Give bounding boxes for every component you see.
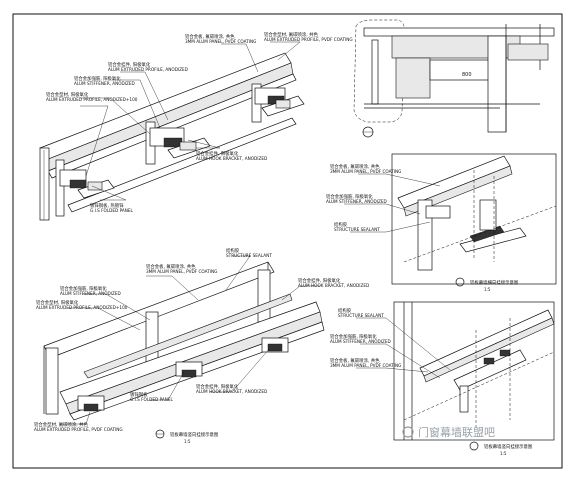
callout-tl-3-cn: 铝合金挂件, 阳极氧化 (108, 61, 151, 68)
callout-tl-1-en: 3MM ALUM PANEL, PVDF COATING (185, 39, 256, 44)
callout-mr-3-cn: 结构胶 (334, 221, 348, 228)
callout-mr-1-en: 3MM ALUM PANEL, PVDF COATING (330, 169, 401, 174)
hook-bracket-5 (175, 361, 203, 378)
mid-right-caption: 铝板幕墙横向挂接示意图 (470, 279, 519, 286)
hook-bracket-6 (261, 337, 289, 353)
callout-tl-2-en: ALUM EXTRUDED PROFILE, PVDF COATING (264, 37, 353, 42)
callout-br-3-en: 3MM ALUM PANEL, PVDF COATING (330, 363, 401, 368)
callout-mr-2-cn: 铝合金加强筋, 阳极氧化 (326, 193, 373, 200)
callout-bl-7-en: ALUM HOOK BRACKET, ANODIZED (196, 389, 267, 394)
dimension-text: 800 (462, 72, 472, 78)
callout-bl-3-en: ALUM HOOK BRACKET, ANODIZED (298, 283, 369, 288)
bottom-right-boxed-detail: 结构胶 STRUCTURE SEALANT 铝合金加强筋, 阳极氧化 ALUM … (330, 301, 555, 456)
hook-bracket-3 (254, 87, 305, 117)
watermark: 门窗幕墙联盟吧 (402, 425, 495, 439)
callout-bl-4-cn: 铝合金加强筋, 阳极氧化 (60, 285, 107, 292)
callout-bl-1-en: 3MM ALUM PANEL, PVDF COATING (146, 269, 217, 274)
callout-mr-1-cn: 铝合金板, 氟碳喷涂, 共色 (330, 163, 380, 170)
callout-br-2-en: ALUM STIFFENER, ANODIZED (330, 339, 391, 344)
callout-br-2-cn: 铝合金加强筋, 阳极氧化 (330, 333, 377, 340)
callout-bl-6-en: G.I.S FOLDED PANEL (130, 397, 173, 402)
callout-tl-3-en: ALUM EXTRUDED PROFILE, ANODIZED (108, 67, 188, 72)
callout-tl-7-en: G.I.S FOLDED PANEL (90, 208, 133, 213)
callout-tl-5-cn: 铝合金型材, 阳极氧化 (46, 91, 89, 98)
callout-mr-3-en: STRUCTURE SEALANT (334, 227, 380, 232)
top-left-iso-detail: 铝合金板, 氟碳喷涂, 共色 3MM ALUM PANEL, PVDF COAT… (39, 31, 353, 221)
drawing-border (12, 13, 563, 469)
callout-tl-2-cn: 铝合金型材, 氟碳喷涂, 共色 (264, 31, 318, 38)
callout-tl-6-cn: 铝合金挂件, 阳极氧化 (196, 150, 239, 157)
callout-bl-3-cn: 铝合金挂件, 阳极氧化 (298, 277, 341, 284)
bottom-right-scale: 1:5 (500, 451, 507, 456)
callout-tl-4-cn: 铝合金加强筋, 阳极氧化 (74, 75, 121, 82)
callout-tl-4-en: ALUM STIFFENER, ANODIZED (74, 81, 135, 86)
watermark-text: 门窗幕墙联盟吧 (418, 425, 495, 439)
callout-bl-2-cn: 结构胶 (226, 247, 240, 254)
callout-tl-5-en: ALUM EXTRUDED PROFILE, ANODIZED+100 (46, 97, 138, 102)
hook-bracket-4 (77, 395, 105, 412)
callout-bl-7-cn: 铝合金挂件, 阳极氧化 (196, 383, 239, 390)
callout-bl-5-cn: 铝合金型材, 阳极氧化 (36, 299, 79, 306)
callout-bl-8-cn: 铝合金型材, 氟碳喷涂, 共色 (34, 421, 88, 428)
callout-bl-1-cn: 铝合金板, 氟碳喷涂, 共色 (146, 263, 196, 270)
callout-tl-6-en: ALUM HOOK BRACKET, ANODIZED (196, 156, 267, 161)
bottom-left-iso-detail: 铝合金板, 氟碳喷涂, 共色 3MM ALUM PANEL, PVDF COAT… (34, 247, 369, 444)
callout-mr-2-en: ALUM STIFFENER, ANODIZED (326, 199, 387, 204)
hook-bracket-1 (59, 169, 115, 199)
callout-bl-8-en: ALUM EXTRUDED PROFILE, PVDF COATING (34, 427, 123, 432)
callout-bl-6-cn: 镀锌钢板 (130, 391, 148, 398)
callout-tl-7-cn: 镀锌钢板, 热镀锌 (90, 202, 124, 209)
callout-bl-4-en: ALUM STIFFENER, ANODIZED (60, 291, 121, 296)
mid-right-scale: 1:5 (484, 287, 491, 292)
watermark-logo-icon (402, 426, 414, 438)
callout-br-3-cn: 铝合金板, 氟碳喷涂, 共色 (330, 357, 380, 364)
callout-tl-1-cn: 铝合金板, 氟碳喷涂, 共色 (185, 33, 235, 40)
section-caption: 铝板幕墙竖向挂接示意图 (170, 431, 219, 438)
mid-right-boxed-detail: 铝合金板, 氟碳喷涂, 共色 3MM ALUM PANEL, PVDF COAT… (326, 153, 557, 292)
callout-bl-2-en: STRUCTURE SEALANT (226, 253, 272, 258)
bottom-left-scale: 1:5 (184, 439, 191, 444)
callout-bl-5-en: ALUM EXTRUDED PROFILE, ANODIZED+100 (36, 305, 128, 310)
bottom-right-caption: 铝板幕墙竖向挂接示意图 (484, 443, 533, 450)
callout-br-1-cn: 结构胶 (338, 307, 352, 314)
callout-br-1-en: STRUCTURE SEALANT (338, 313, 384, 318)
top-right-section-detail: 800 (353, 19, 555, 138)
